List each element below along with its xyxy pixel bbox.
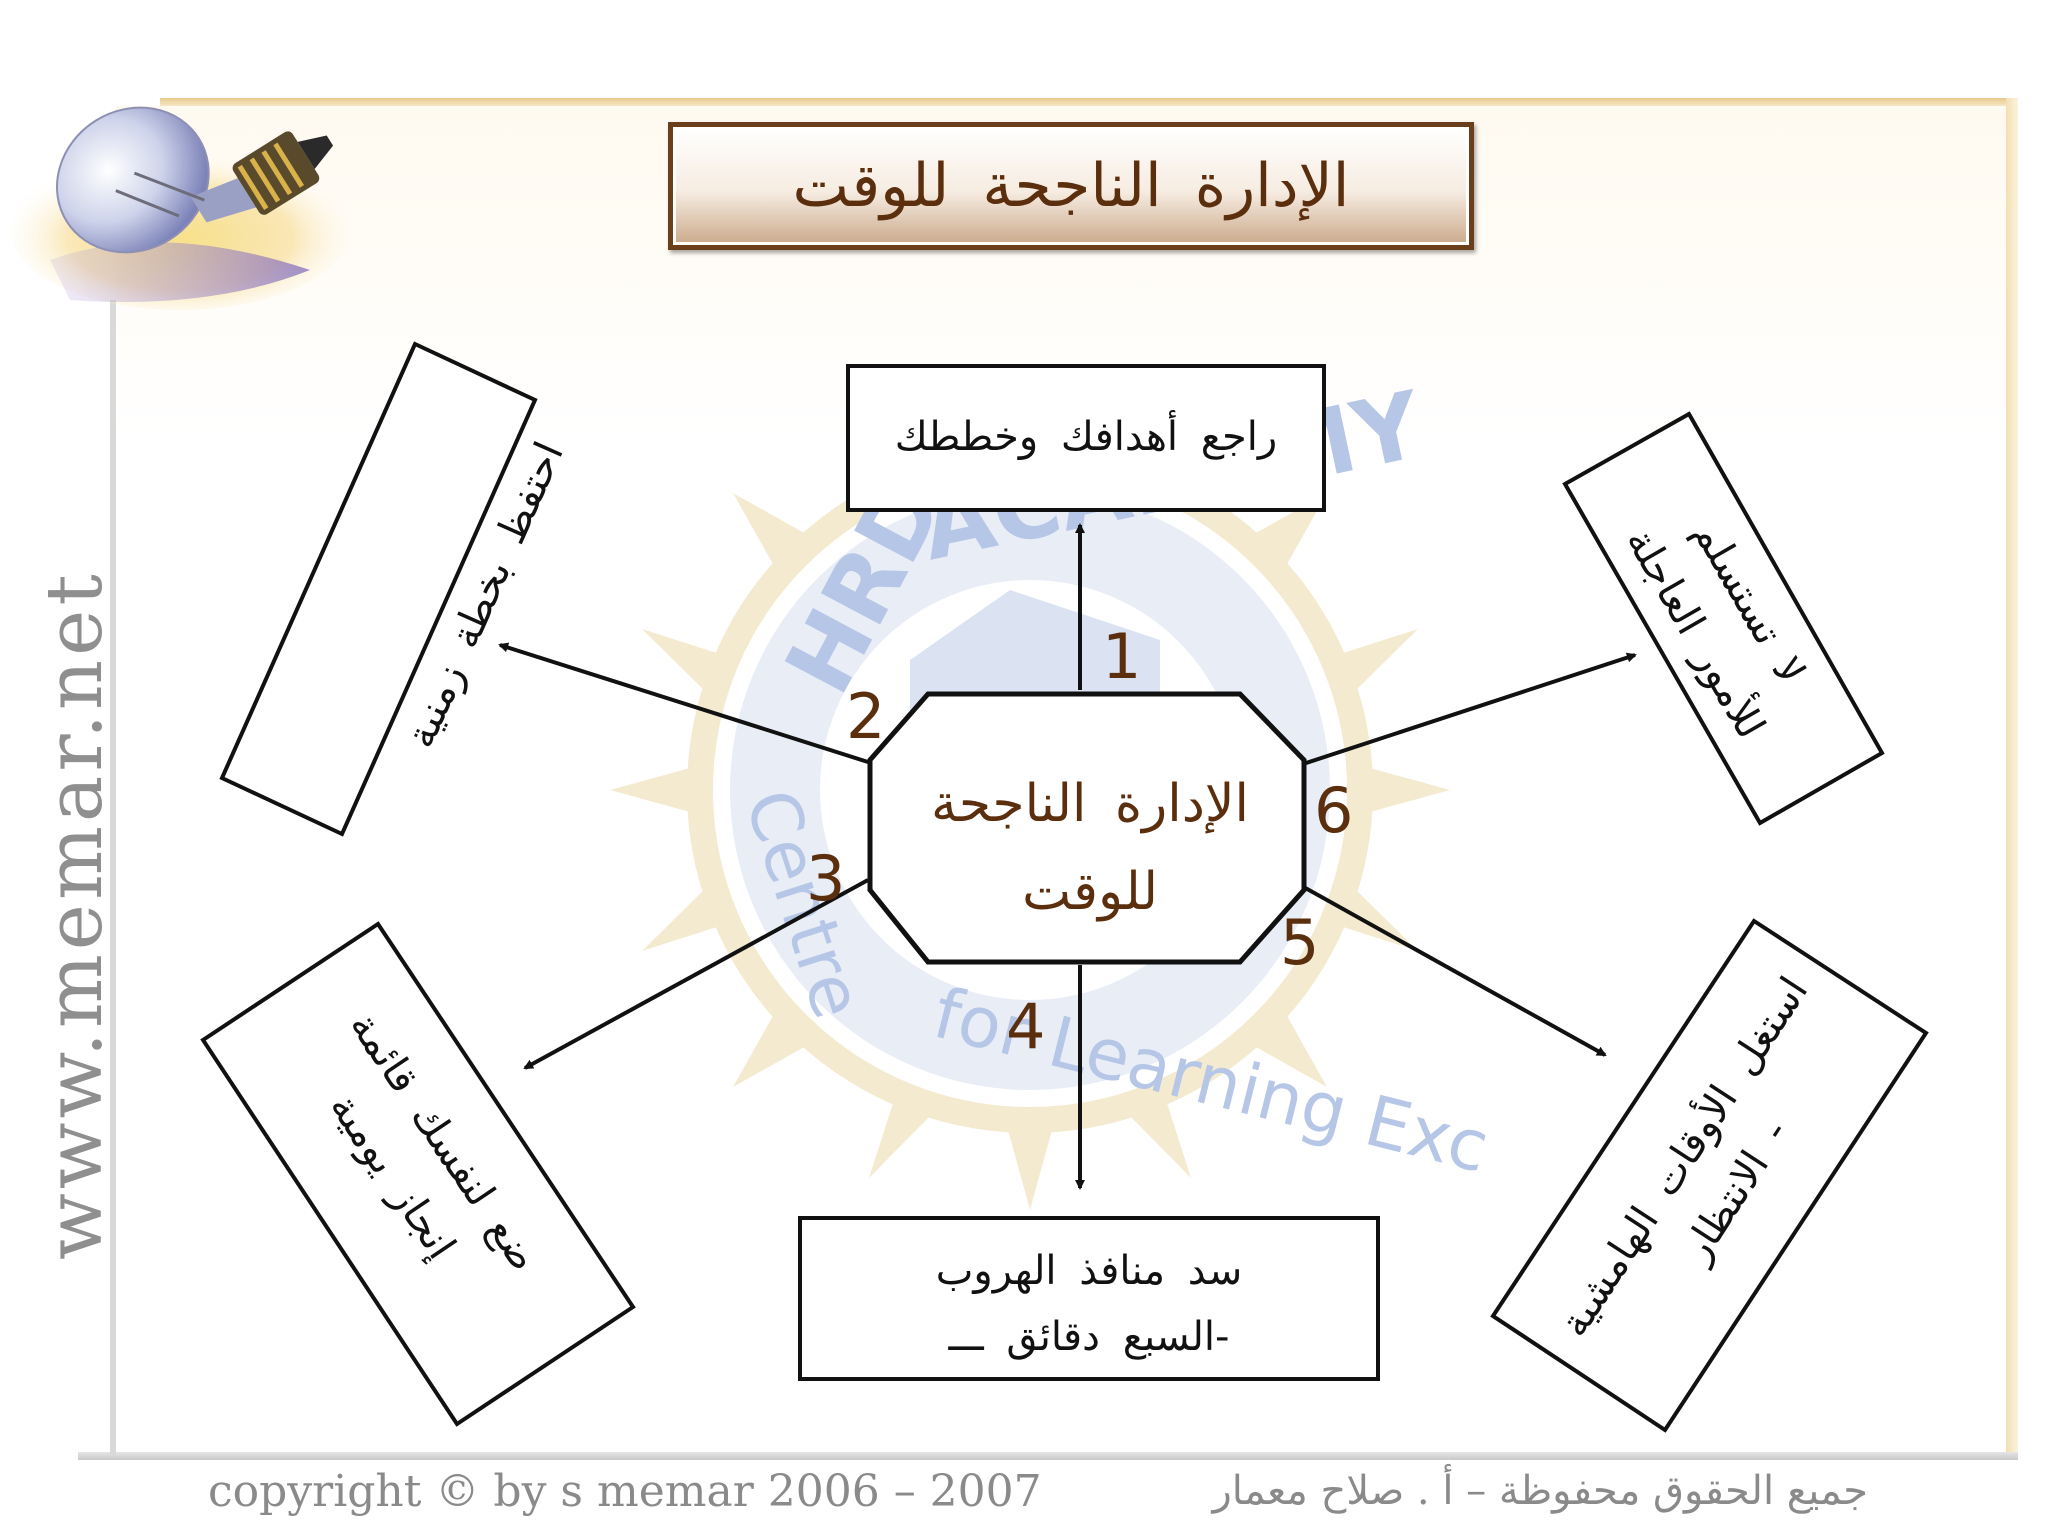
center-label: الإدارة الناجحة للوقت <box>880 760 1300 937</box>
branch-number-5: 5 <box>1280 906 1320 979</box>
box-2-outline <box>219 341 538 837</box>
branch-4-line1: سد منافذ الهروب <box>935 1248 1243 1294</box>
center-line-2: للوقت <box>1022 862 1158 923</box>
box-3-outline <box>200 921 636 1427</box>
branch-number-6: 6 <box>1314 774 1354 847</box>
frame-top-border <box>160 98 2016 106</box>
slide-title: الإدارة الناجحة للوقت <box>668 122 1474 250</box>
frame-right-border <box>2006 98 2018 1458</box>
footer: copyright © by s memar 2006 – 2007 جميع … <box>208 1466 1868 1526</box>
branch-box-4: سد منافذ الهروب -السبع دقائق ـــ <box>798 1216 1380 1381</box>
branch-box-1: راجع أهدافك وخططك <box>846 364 1326 512</box>
arrow-2 <box>498 642 869 764</box>
frame-left-border <box>110 300 116 1456</box>
arrow-3 <box>523 878 869 1070</box>
box-6-outline <box>1562 411 1885 826</box>
center-line-1: الإدارة الناجحة <box>930 774 1249 834</box>
frame-bottom-border <box>78 1452 2018 1460</box>
branch-number-2: 2 <box>846 680 886 753</box>
branch-number-3: 3 <box>806 842 846 915</box>
branch-number-4: 4 <box>1006 990 1046 1063</box>
arrow-5 <box>1299 883 1607 1057</box>
footer-copyright-english: copyright © by s memar 2006 – 2007 <box>208 1466 1042 1517</box>
arrow-6 <box>1299 652 1637 767</box>
branch-1-text: راجع أهدافك وخططك <box>894 414 1278 460</box>
box-5-outline <box>1490 918 1929 1433</box>
branch-4-line2: -السبع دقائق ـــ <box>948 1314 1230 1360</box>
footer-copyright-arabic: جميع الحقوق محفوظة – أ . صلاح معمار <box>1212 1468 1868 1514</box>
center-octagon <box>867 691 1307 965</box>
branch-number-1: 1 <box>1102 620 1142 693</box>
light-bulb-icon <box>10 106 350 310</box>
